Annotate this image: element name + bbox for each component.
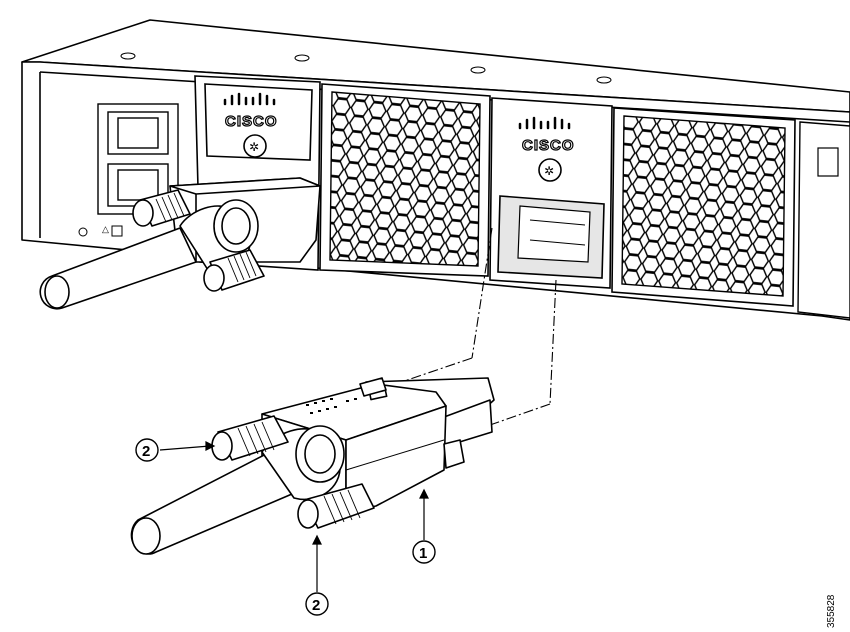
figure-number-text: 355828 (826, 594, 837, 628)
svg-text:△: △ (102, 224, 109, 234)
rj45-port-block (97, 103, 179, 215)
callout-1-label: 1 (419, 545, 427, 562)
callout-2-upper-label: 2 (142, 443, 150, 460)
installed-stackpower-cable (39, 177, 321, 310)
connector-knurling (237, 421, 361, 525)
cisco-logo-right: CISCO ✲ (518, 116, 575, 182)
connector-top-markings (306, 398, 357, 414)
callout-2-lower-label: 2 (312, 597, 320, 614)
callout-leaders (159, 441, 429, 592)
fan-module-center (319, 83, 491, 277)
svg-text:✲: ✲ (249, 140, 259, 154)
stackpower-cable-connector (130, 377, 495, 555)
stackpower-bay-right (489, 97, 613, 289)
cisco-logo-left: CISCO ✲ (223, 92, 278, 158)
callout-2-upper: 2 (135, 438, 159, 462)
left-panel-icons: △ (78, 224, 123, 237)
alignment-guides (371, 227, 557, 433)
installed-cable-knurling (155, 192, 257, 283)
chassis-screws (120, 52, 612, 84)
callout-1: 1 (412, 540, 436, 564)
svg-text:✲: ✲ (544, 164, 554, 178)
figure-number: 355828 (820, 572, 850, 632)
fan-module-right (611, 107, 850, 319)
cisco-logo-text-right: CISCO (522, 137, 575, 154)
cisco-logo-text-left: CISCO (225, 113, 278, 130)
callout-2-lower: 2 (305, 592, 329, 616)
